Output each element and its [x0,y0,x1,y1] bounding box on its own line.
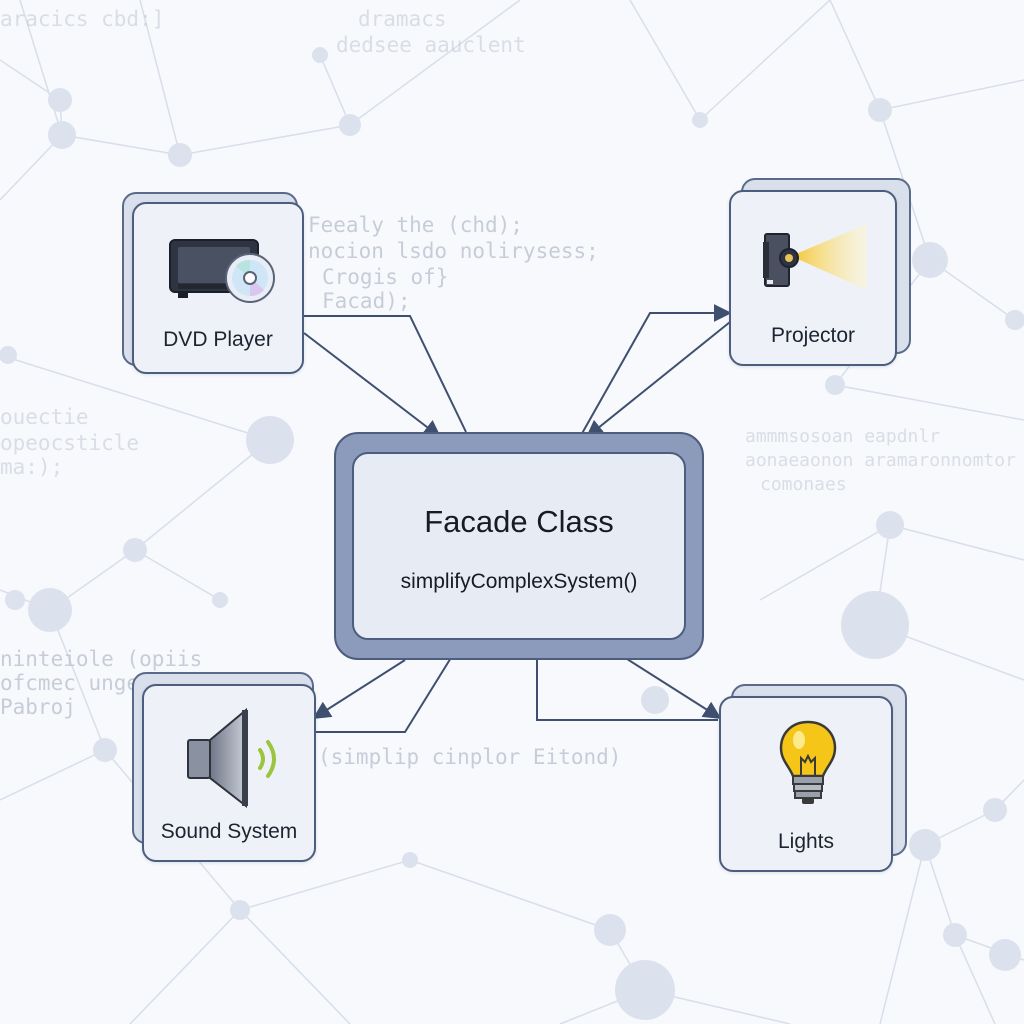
light-bulb-icon [779,720,837,804]
background-code-line: aonaeaonon aramaronnomtor [745,450,1016,471]
dvd-player-icon [169,239,275,303]
component-label: Projector [770,324,856,347]
speaker-icon [187,707,276,809]
component-label: DVD Player [163,328,273,351]
background-code-line: Pabroj [0,695,76,719]
connector-dvd-to-facade-elbow [304,315,467,433]
connector-facade-to-projector [579,304,732,438]
background-code-line: dramacs [358,7,447,31]
background-code-line: opeocsticle [0,431,140,455]
background-code-line: aracics cbd:] [0,7,165,31]
background-code-line: ma:); [0,455,64,479]
background-code-line: comonaes [760,474,847,495]
facade-method: simplifyComplexSystem() [400,570,638,593]
background-code-line: dedsee aauclent [336,33,526,57]
background-code-line: ammmsosoan eapdnlr [745,426,941,447]
component-sound-system[interactable]: Sound System [132,672,318,864]
facade-class-box[interactable]: Facade Class simplifyComplexSystem() [334,432,704,660]
background-code-line: nocion lsdo nolirysess; [308,239,599,263]
background-code-line: (simplip cinplor Eitond) [318,745,622,769]
component-dvd-player[interactable]: DVD Player [122,192,306,376]
projector-icon [763,224,867,290]
component-label: Sound System [160,820,298,843]
connector-projector-to-facade [585,321,731,439]
component-lights[interactable]: Lights [719,684,909,874]
component-label: Lights [777,830,835,853]
connector-dvd-to-facade [303,332,442,439]
facade-title: Facade Class [424,504,614,539]
background-code-line: ouectie [0,405,89,429]
connector-facade-to-sound [312,659,406,719]
connector-facade-to-sound-elbow [316,639,463,733]
background-code-line: Feealy the (chd); [308,213,523,237]
background-code-line: ninteiole (opiis [0,647,203,671]
connector-facade-to-lights-elbow [536,640,718,721]
background-code-line: Facad); [322,289,411,313]
background-code-line: Crogis of} [322,265,449,289]
component-projector[interactable]: Projector [729,178,915,370]
